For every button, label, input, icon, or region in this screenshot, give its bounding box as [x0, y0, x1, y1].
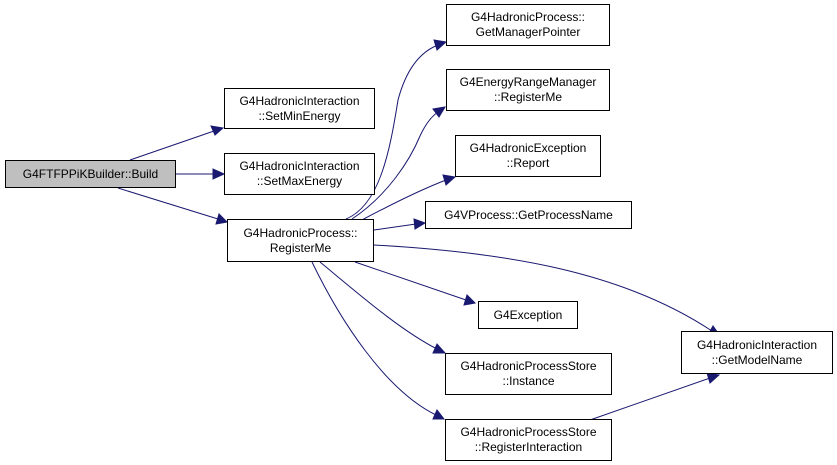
- node-g4exception[interactable]: G4Exception: [478, 301, 578, 329]
- edge-register-me-to-exception-report: [359, 179, 447, 222]
- edge-build-to-register-me: [117, 187, 219, 220]
- node-label-line2: RegisterMe: [269, 240, 332, 255]
- node-label-line1: G4HadronicProcessStore: [460, 425, 597, 439]
- edge-register-me-to-get-model-name: [373, 244, 713, 332]
- edge-register-me-to-energy-range-register-me: [351, 111, 439, 220]
- node-get-model-name[interactable]: G4HadronicInteraction ::GetModelName: [681, 331, 833, 374]
- arrowhead-icon: [463, 294, 477, 306]
- edge-register-me-to-g4exception: [354, 261, 467, 301]
- node-label-line2: ::SetMinEnergy: [258, 108, 341, 123]
- node-set-min-energy[interactable]: G4HadronicInteraction ::SetMinEnergy: [224, 88, 375, 129]
- arrowhead-icon: [433, 39, 448, 51]
- node-label-line2: ::Instance: [502, 374, 555, 388]
- node-exception-report[interactable]: G4HadronicException ::Report: [455, 135, 601, 177]
- arrowhead-icon: [212, 168, 226, 180]
- node-build: G4FTFPPiKBuilder::Build: [5, 160, 176, 188]
- arrowhead-icon: [432, 409, 446, 420]
- arrowhead-icon: [215, 213, 229, 225]
- node-label-line1: G4Exception: [493, 307, 563, 322]
- node-store-register-interaction[interactable]: G4HadronicProcessStore ::RegisterInterac…: [445, 419, 612, 461]
- node-store-instance[interactable]: G4HadronicProcessStore ::Instance: [445, 353, 612, 395]
- node-label-line2: ::GetModelName: [711, 352, 803, 367]
- edge-register-me-to-get-process-name: [373, 223, 417, 231]
- node-energy-range-register-me[interactable]: G4EnergyRangeManager ::RegisterMe: [446, 69, 610, 111]
- node-label-line1: G4HadronicProcessStore: [460, 359, 597, 373]
- edge-register-me-to-store-instance: [319, 261, 438, 350]
- arrowhead-icon: [210, 125, 225, 136]
- node-label-line2: ::RegisterMe: [493, 90, 563, 104]
- arrowhead-icon: [442, 174, 457, 186]
- node-set-max-energy[interactable]: G4HadronicInteraction ::SetMaxEnergy: [224, 153, 375, 195]
- node-label-line2: ::SetMaxEnergy: [256, 174, 343, 188]
- edge-build-to-set-min-energy: [129, 130, 215, 161]
- node-register-me[interactable]: G4HadronicProcess:: RegisterMe: [227, 219, 374, 262]
- node-label-line2: GetManagerPointer: [475, 25, 581, 39]
- node-build-label: G4FTFPPiKBuilder::Build: [22, 166, 159, 181]
- node-label-line1: G4EnergyRangeManager: [459, 75, 597, 89]
- node-label-line1: G4HadronicInteraction: [239, 159, 360, 173]
- node-label-line1: G4HadronicProcess::: [470, 10, 586, 24]
- node-label-line1: G4HadronicProcess::: [243, 225, 358, 240]
- arrowhead-icon: [432, 106, 446, 118]
- node-label-line2: ::RegisterInteraction: [474, 440, 583, 454]
- node-label-line1: G4VProcess::GetProcessName: [444, 207, 613, 222]
- arrowhead-icon: [706, 372, 721, 384]
- node-label-line1: G4HadronicException: [469, 141, 587, 155]
- edge-register-me-to-store-register-interaction: [311, 261, 437, 416]
- node-label-line1: G4HadronicInteraction: [696, 337, 818, 352]
- arrowhead-icon: [432, 343, 447, 354]
- node-label-line2: ::Report: [506, 156, 550, 170]
- edge-register-interaction-to-get-model-name: [589, 377, 711, 421]
- edge-register-me-to-get-manager-pointer: [345, 44, 439, 220]
- arrowhead-icon: [413, 218, 427, 230]
- node-get-process-name[interactable]: G4VProcess::GetProcessName: [425, 201, 632, 229]
- node-get-manager-pointer[interactable]: G4HadronicProcess:: GetManagerPointer: [446, 4, 610, 46]
- node-label-line1: G4HadronicInteraction: [239, 93, 360, 108]
